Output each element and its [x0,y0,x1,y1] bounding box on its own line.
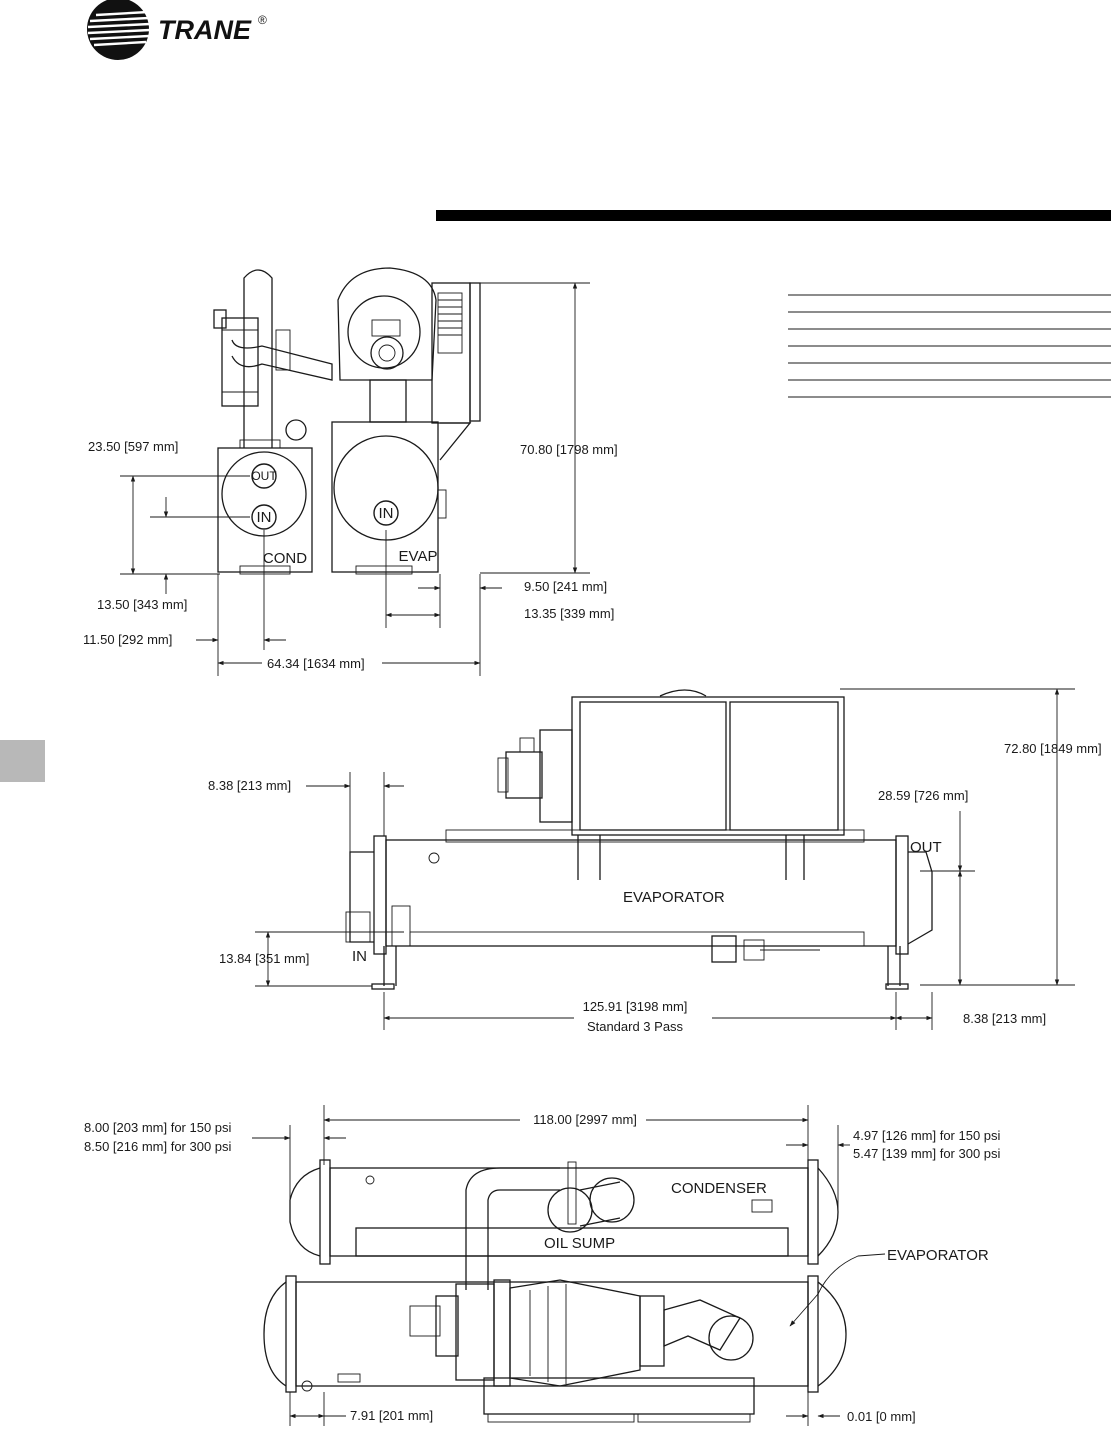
top-oil-sump-label: OIL SUMP [544,1235,615,1252]
dim-28-59: 28.59 [726 mm] [878,788,968,803]
dim-8-50: 8.50 [216 mm] for 300 psi [84,1139,232,1154]
dim-70-80: 70.80 [1798 mm] [520,442,618,457]
top-condenser-label: CONDENSER [671,1180,767,1197]
page-tab-marker [0,740,45,782]
top-evaporator-label: EVAPORATOR [887,1247,989,1264]
dim-125-91: 125.91 [3198 mm] [583,999,688,1014]
evap-label: EVAP [399,548,438,565]
dim-0-01: 0.01 [0 mm] [847,1409,916,1424]
dim-13-84: 13.84 [351 mm] [219,951,309,966]
cond-label: COND [263,550,307,567]
dim-125-91-note: Standard 3 Pass [587,1019,684,1034]
side-evaporator-label: EVAPORATOR [623,889,725,906]
side-view: EVAPORATOR OUT IN 72.80 [1849 mm] 28.59 … [208,688,1102,1034]
dim-4-97: 4.97 [126 mm] for 150 psi [853,1128,1001,1143]
section-header-bar [436,210,1111,221]
cond-in-label: IN [257,509,272,526]
dim-13-50: 13.50 [343 mm] [97,597,187,612]
dim-72-80: 72.80 [1849 mm] [1004,741,1102,756]
side-out-label: OUT [910,839,942,856]
dim-118-00: 118.00 [2997 mm] [533,1112,637,1127]
dim-8-38-top: 8.38 [213 mm] [208,778,291,793]
logo-wordmark: TRANE [158,15,252,45]
dim-8-00: 8.00 [203 mm] for 150 psi [84,1120,232,1135]
empty-table-rules [788,294,1111,398]
dim-23-50: 23.50 [597 mm] [88,439,178,454]
dim-5-47: 5.47 [139 mm] for 300 psi [853,1146,1001,1161]
top-view: CONDENSER OIL SUMP EVAPORATOR 118.00 [29… [84,1105,1001,1426]
dim-11-50: 11.50 [292 mm] [83,632,172,647]
cond-out-label: OUT [251,469,277,483]
dim-7-91: 7.91 [201 mm] [350,1408,433,1423]
side-in-label: IN [352,948,367,965]
trane-logo: TRANE ® [87,0,267,60]
dim-64-34: 64.34 [1634 mm] [267,656,365,671]
dim-13-35: 13.35 [339 mm] [524,606,614,621]
end-view: OUT IN COND IN EVAP 23.50 [597 mm] 13.50… [83,267,618,676]
dim-9-50: 9.50 [241 mm] [524,579,607,594]
registered-mark: ® [258,13,267,27]
dim-8-38-bottom: 8.38 [213 mm] [963,1011,1046,1026]
evap-in-label: IN [379,505,394,522]
